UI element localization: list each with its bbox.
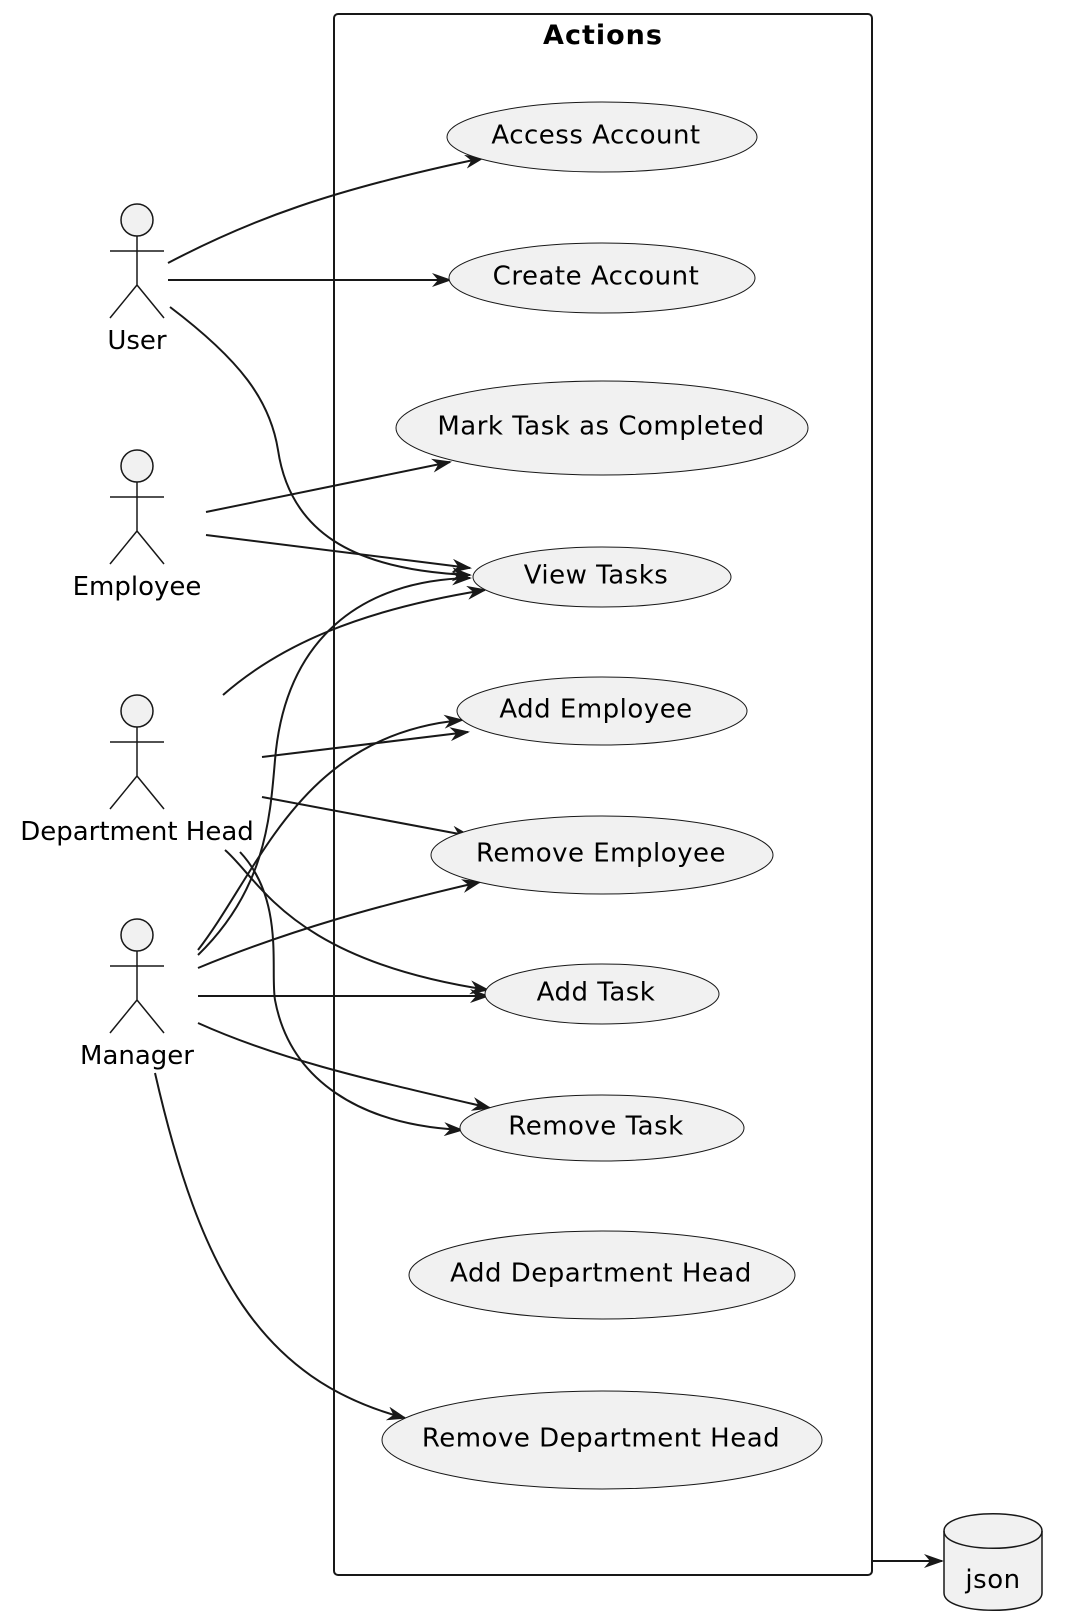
use-case-label: Create Account: [493, 262, 700, 292]
use-case-label: Add Employee: [499, 695, 692, 725]
actor-head: [120, 918, 154, 952]
actor-employee: Employee: [73, 449, 202, 602]
use-case-ellipse: [408, 1230, 796, 1320]
use-case-ellipse: [456, 676, 748, 746]
use-case-remove-employee: Remove Employee: [430, 815, 774, 895]
actor-head: [120, 449, 154, 483]
use-case-label: Add Task: [537, 978, 656, 1008]
use-case-label: Remove Department Head: [422, 1424, 780, 1454]
actor-body: [109, 236, 165, 319]
use-case-label: Remove Task: [508, 1112, 683, 1142]
edge-manager-remove-task: [197, 1022, 492, 1111]
use-case-ellipse: [446, 101, 758, 173]
edge-department-head-remove-employee: [261, 796, 472, 840]
actor-label: Department Head: [20, 817, 254, 847]
use-cases: Access Account Create Account Mark Task …: [381, 101, 823, 1490]
database-cylinder: [943, 1513, 1043, 1611]
use-case-label: Mark Task as Completed: [437, 412, 764, 442]
use-case-ellipse: [381, 1390, 823, 1490]
edge-department-head-add-employee: [261, 727, 470, 758]
actor-user: User: [107, 203, 167, 356]
use-case-add-employee: Add Employee: [456, 676, 748, 746]
use-case-access-account: Access Account: [446, 101, 758, 173]
actor-head: [120, 203, 154, 237]
use-case-ellipse: [448, 242, 756, 314]
use-case-ellipse: [459, 1094, 745, 1162]
actor-body: [109, 951, 165, 1034]
use-case-remove-department-head: Remove Department Head: [381, 1390, 823, 1490]
edge-department-head-add-task: [224, 849, 490, 995]
use-case-ellipse: [430, 815, 774, 895]
actor-label: Employee: [73, 572, 202, 602]
actor-label: User: [107, 326, 167, 356]
edge-employee-view-tasks: [205, 534, 472, 573]
use-case-label: Access Account: [491, 121, 700, 151]
actor-label: Manager: [80, 1041, 194, 1071]
edge-user-access-account: [167, 154, 485, 264]
actors: User Employee Department Head Manager: [20, 203, 254, 1071]
actor-body: [109, 482, 165, 565]
use-case-view-tasks: View Tasks: [472, 546, 732, 608]
edge-manager-remove-employee: [197, 879, 482, 969]
actor-department-head: Department Head: [20, 694, 254, 847]
edge-employee-mark-task-completed: [205, 458, 452, 513]
use-case-ellipse: [395, 380, 809, 476]
database-cylinder-rim: [943, 1530, 1043, 1549]
use-case-remove-task: Remove Task: [459, 1094, 745, 1162]
relations: [154, 154, 944, 1568]
edge-user-view-tasks: [169, 306, 472, 582]
edge-department-head-remove-task: [239, 851, 464, 1137]
use-case-add-department-head: Add Department Head: [408, 1230, 796, 1320]
use-case-mark-task-completed: Mark Task as Completed: [395, 380, 809, 476]
actor-body: [109, 727, 165, 810]
actor-head: [120, 694, 154, 728]
use-case-ellipse: [472, 546, 732, 608]
edge-manager-remove-department-head: [154, 1072, 407, 1421]
database-label: json: [964, 1565, 1020, 1595]
actions-container-title: Actions: [543, 20, 663, 51]
actor-manager: Manager: [80, 918, 194, 1071]
edge-manager-add-employee: [197, 714, 464, 951]
database-json: json: [943, 1513, 1043, 1611]
use-case-ellipse: [484, 963, 720, 1025]
use-case-label: View Tasks: [524, 561, 669, 591]
use-case-label: Remove Employee: [476, 839, 726, 869]
use-case-add-task: Add Task: [484, 963, 720, 1025]
use-case-create-account: Create Account: [448, 242, 756, 314]
use-case-label: Add Department Head: [450, 1259, 752, 1289]
edge-manager-view-tasks: [197, 571, 472, 956]
